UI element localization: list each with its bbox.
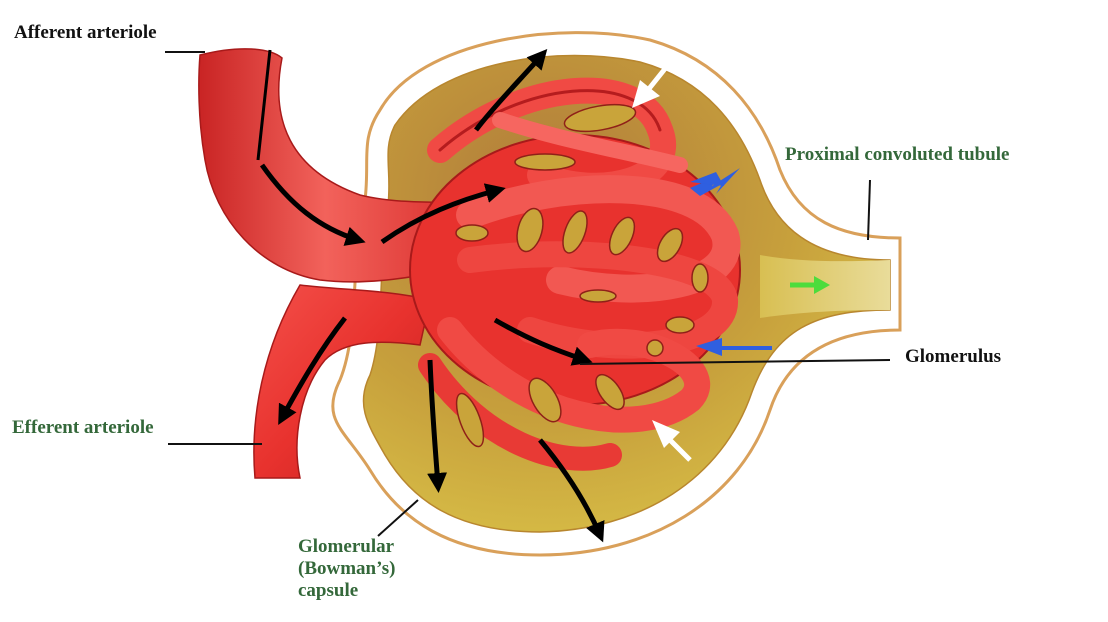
label-capsule-line-2: (Bowman’s): [298, 558, 395, 580]
label-glomerulus: Glomerulus: [905, 346, 1001, 368]
label-proximal-convoluted-tubule: Proximal convoluted tubule: [785, 144, 1010, 166]
leader-proximal: [868, 180, 870, 240]
label-capsule-line-1: Glomerular: [298, 536, 395, 558]
label-efferent-arteriole: Efferent arteriole: [12, 417, 154, 439]
label-glomerular-capsule: Glomerular (Bowman’s) capsule: [298, 536, 395, 602]
label-capsule-line-3: capsule: [298, 580, 395, 602]
label-afferent-arteriole: Afferent arteriole: [14, 22, 157, 44]
